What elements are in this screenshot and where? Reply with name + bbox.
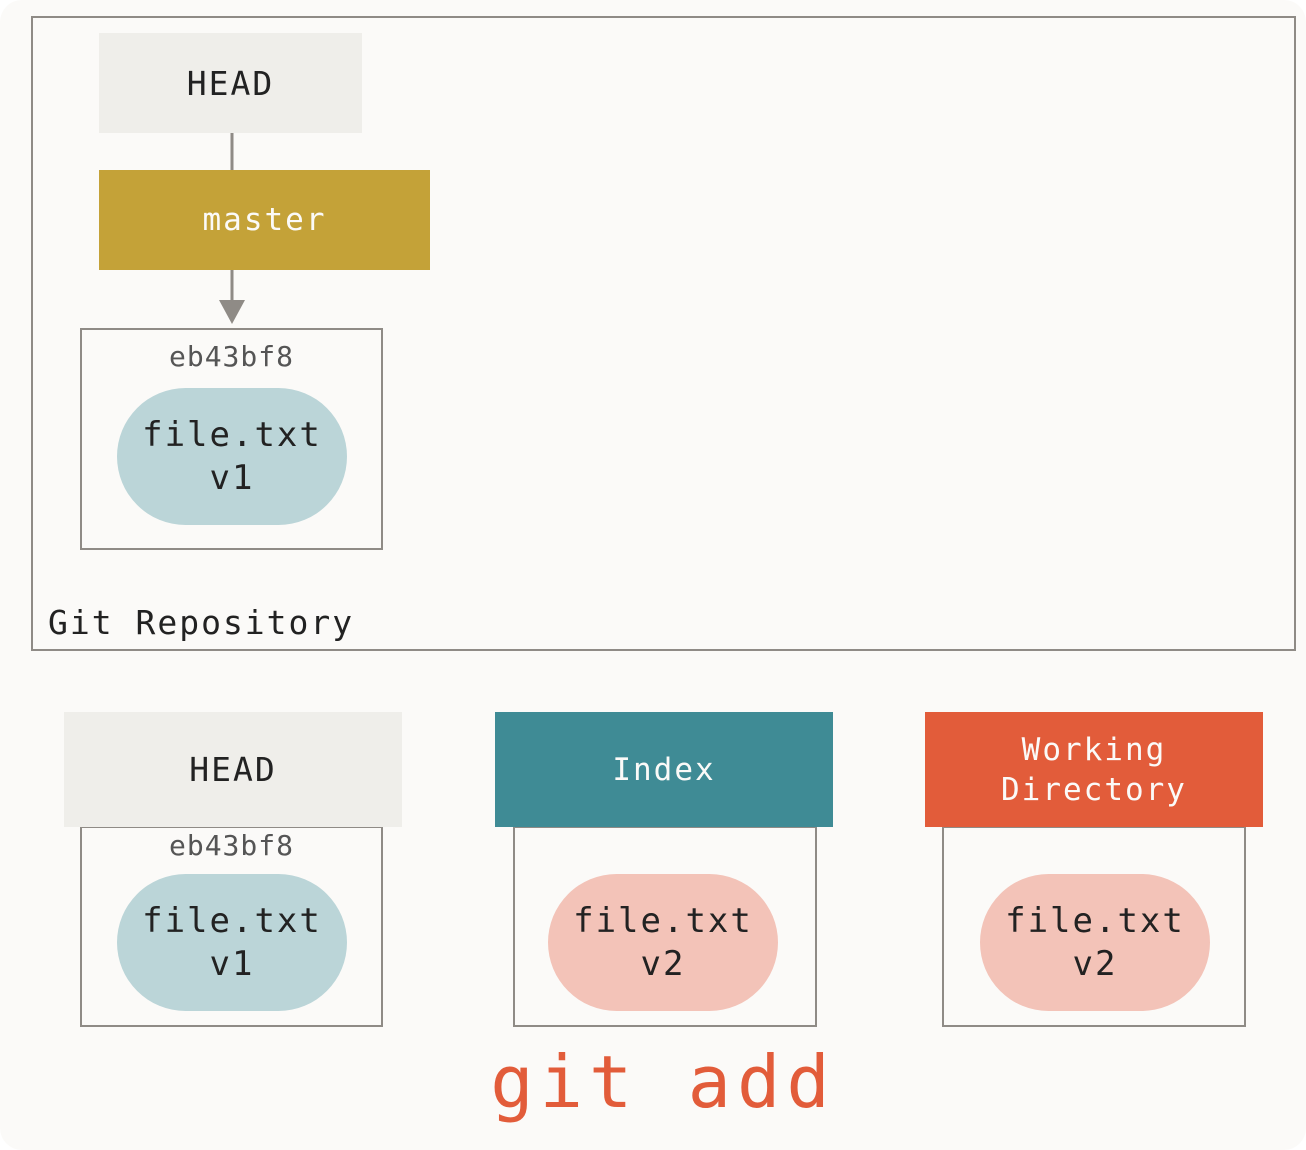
- index-tree-file-blob: file.txt v2: [548, 874, 778, 1011]
- head-tree-box: [80, 826, 383, 1027]
- repo-head-ref: HEAD: [99, 33, 362, 133]
- repo-commit-box: [80, 328, 383, 550]
- git-repository-label: Git Repository: [48, 603, 355, 642]
- working-directory-box: [942, 826, 1246, 1027]
- working-directory-file-blob: file.txt v2: [980, 874, 1210, 1011]
- working-directory-header: Working Directory: [925, 712, 1263, 827]
- head-tree-file-blob: file.txt v1: [117, 874, 347, 1011]
- index-tree-header: Index: [495, 712, 833, 827]
- repo-commit-hash: eb43bf8: [168, 340, 294, 373]
- index-tree-box: [513, 826, 817, 1027]
- master-to-commit-arrowhead: [219, 300, 245, 324]
- git-repository-frame: [31, 16, 1296, 651]
- repo-file-blob: file.txt v1: [117, 388, 347, 525]
- head-tree-hash: eb43bf8: [168, 829, 294, 862]
- head-tree-header: HEAD: [64, 712, 402, 827]
- git-add-command: git add: [490, 1040, 836, 1124]
- master-branch-ref: master: [99, 170, 430, 270]
